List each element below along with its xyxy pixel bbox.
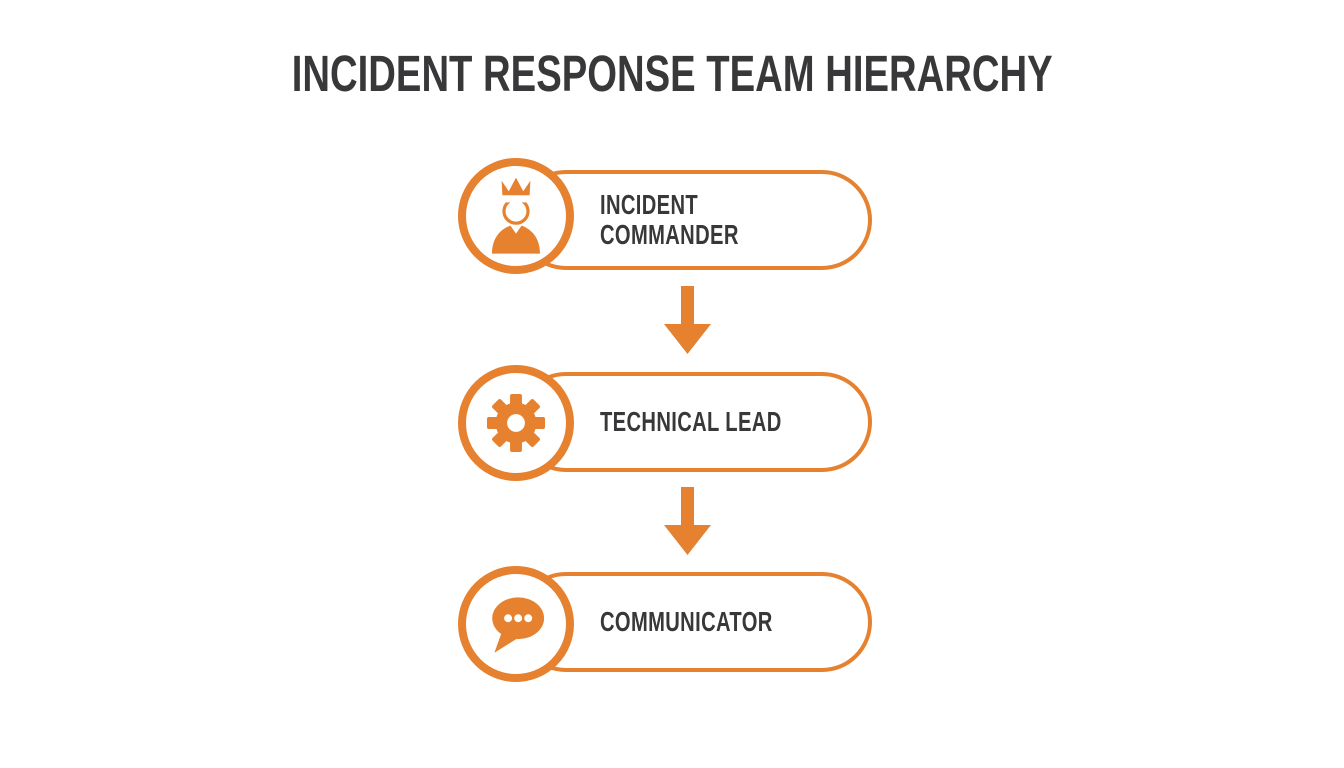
page-title: INCIDENT RESPONSE TEAM HIERARCHY	[0, 44, 1344, 103]
node-pill: COMMUNICATOR	[516, 572, 872, 672]
speech-bubble-icon	[492, 597, 545, 653]
node-label: TECHNICAL LEAD	[600, 406, 782, 438]
node-icon-badge	[458, 158, 574, 274]
gear-icon	[486, 393, 546, 453]
node-pill: INCIDENT COMMANDER	[516, 170, 872, 270]
arrow-down-icon	[664, 487, 711, 555]
node-label: INCIDENT COMMANDER	[600, 189, 739, 250]
node-label: COMMUNICATOR	[600, 606, 773, 638]
node-icon-badge	[458, 365, 574, 481]
page-title-text: INCIDENT RESPONSE TEAM HIERARCHY	[291, 45, 1053, 102]
node-pill: TECHNICAL LEAD	[516, 372, 872, 472]
crown-person-icon	[492, 177, 540, 254]
arrow-down-icon	[664, 286, 711, 354]
node-icon-badge	[458, 566, 574, 682]
